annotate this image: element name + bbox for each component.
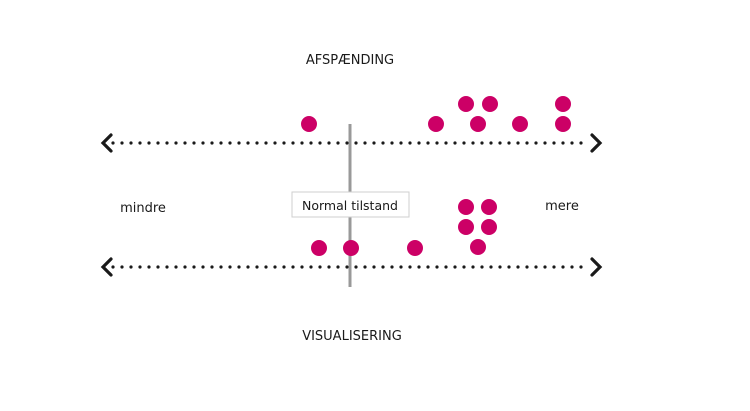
less-label: mindre bbox=[120, 201, 166, 216]
bottom-right-arrow-icon bbox=[590, 257, 603, 277]
top-right-arrow-icon bbox=[590, 133, 603, 153]
bottom-dot bbox=[311, 240, 327, 256]
top-dot bbox=[458, 96, 474, 112]
top-left-arrow-icon bbox=[100, 133, 113, 153]
top-section-label: AFSPÆNDING bbox=[306, 53, 394, 68]
bottom-dot bbox=[481, 219, 497, 235]
bottom-dot bbox=[470, 239, 486, 255]
bottom-section-label: VISUALISERING bbox=[302, 329, 402, 344]
bottom-dot bbox=[407, 240, 423, 256]
top-scale bbox=[100, 133, 603, 153]
normal-state-box bbox=[291, 191, 410, 218]
top-dot bbox=[482, 96, 498, 112]
top-dot bbox=[555, 116, 571, 132]
bottom-dots bbox=[311, 199, 497, 256]
top-dots bbox=[301, 96, 571, 132]
bottom-dot bbox=[458, 219, 474, 235]
bottom-dot bbox=[458, 199, 474, 215]
bottom-dot bbox=[481, 199, 497, 215]
top-dot bbox=[428, 116, 444, 132]
normal-state-label: Normal tilstand bbox=[302, 198, 398, 213]
more-label: mere bbox=[545, 199, 579, 214]
bottom-left-arrow-icon bbox=[100, 257, 113, 277]
bottom-scale bbox=[100, 257, 603, 277]
top-dot bbox=[512, 116, 528, 132]
top-dot bbox=[470, 116, 486, 132]
top-dot bbox=[555, 96, 571, 112]
bottom-dot bbox=[343, 240, 359, 256]
top-dot bbox=[301, 116, 317, 132]
